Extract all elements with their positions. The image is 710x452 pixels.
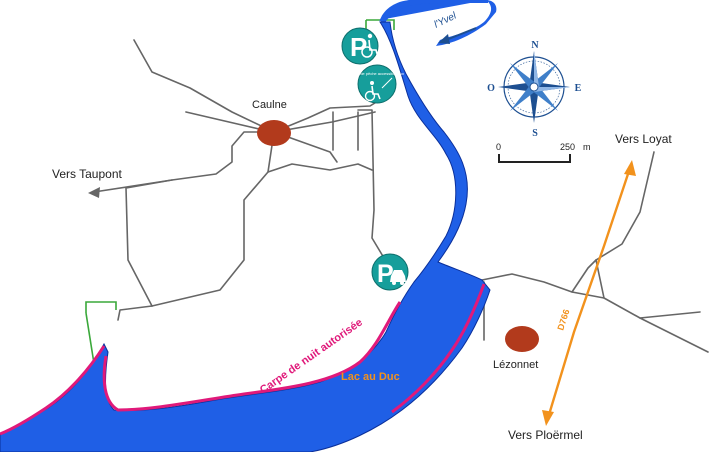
scale-unit: m — [583, 142, 591, 152]
accessible-zone-text: Zone de pêche accessible aux — [350, 71, 404, 76]
night-fishing-bank — [0, 283, 486, 436]
river-label: l'Yvel — [432, 10, 458, 30]
yvel-river — [379, 0, 497, 46]
scale-end: 250 — [560, 142, 575, 152]
compass-rose-icon — [498, 51, 570, 123]
place-label-caulne: Caulne — [252, 99, 287, 111]
compass-east: E — [575, 83, 582, 94]
road-network — [93, 39, 709, 353]
arrow-icon — [88, 187, 100, 198]
place-label-lezonnet: Lézonnet — [493, 359, 538, 371]
village-caulne[interactable] — [257, 120, 291, 146]
village-lezonnet[interactable] — [505, 326, 539, 352]
compass-west: O — [487, 83, 495, 94]
main-road-d766 — [542, 160, 636, 426]
compass-south: S — [532, 128, 538, 139]
car-icon — [390, 270, 406, 285]
direction-label-taupont: Vers Taupont — [52, 167, 122, 181]
parking-car-marker[interactable]: P — [371, 253, 409, 291]
compass-north: N — [531, 40, 539, 51]
road-number-label: D766 — [555, 308, 571, 332]
wheelchair-icon — [364, 77, 393, 102]
compass-labels: N S E O — [487, 40, 582, 139]
lake-label: Lac au Duc — [341, 371, 400, 383]
scale-bar: 0 250 m — [496, 142, 591, 163]
parking-accessible-marker[interactable]: P — [341, 27, 379, 65]
direction-label-ploermel: Vers Ploërmel — [508, 428, 583, 442]
wheelchair-icon — [361, 33, 379, 58]
direction-label-loyat: Vers Loyat — [615, 132, 672, 146]
lake-water — [0, 21, 491, 452]
accessible-fishing-zone-marker[interactable]: Zone de pêche accessible aux — [350, 64, 404, 104]
parking-letter: P — [377, 260, 394, 288]
scale-start: 0 — [496, 142, 501, 152]
